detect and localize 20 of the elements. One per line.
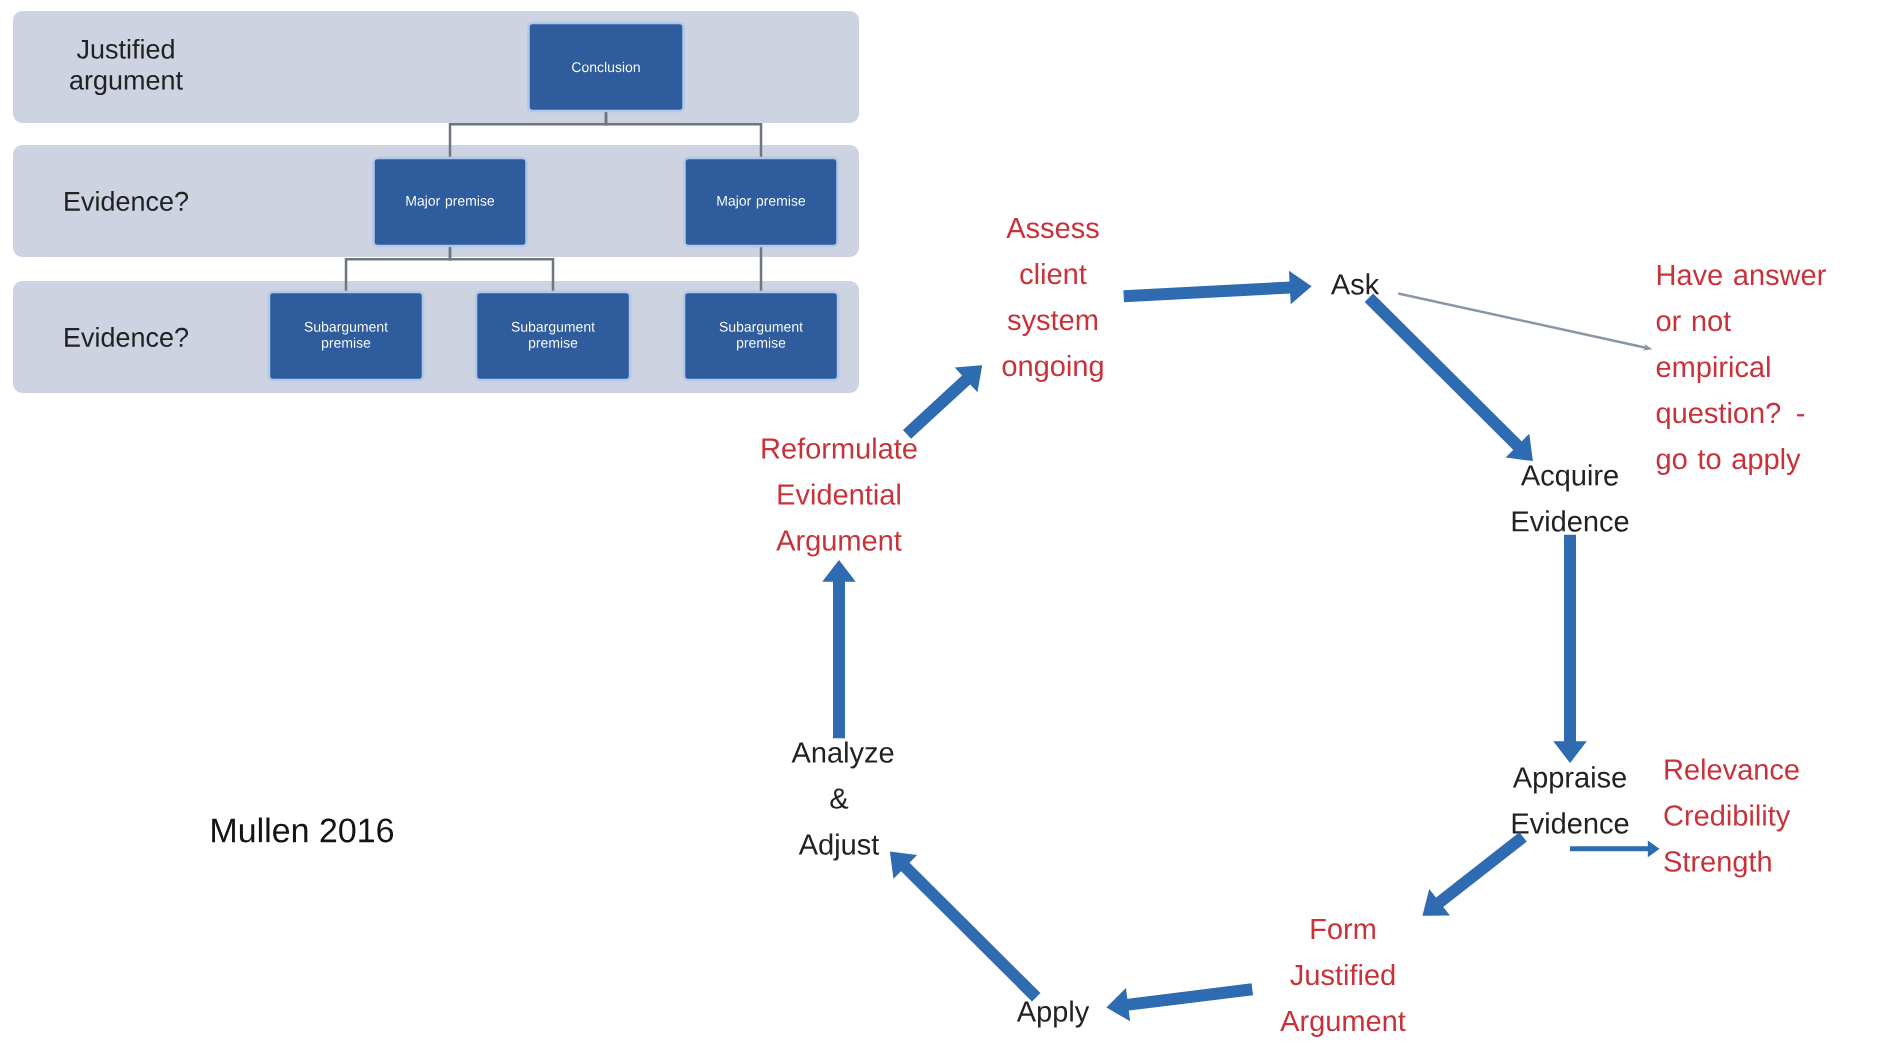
premise-box: Subargument premise — [474, 290, 632, 382]
step-text: Appraise Evidence — [1512, 766, 1629, 834]
step-text: Have answer or not empirical question? - go to apply — [1656, 265, 1826, 475]
connector — [759, 247, 763, 291]
step-text: Analyze & Adjust — [791, 741, 894, 861]
premise-box: Subargument premise — [682, 290, 840, 382]
step-text: Relevance Credibility Strength — [1664, 758, 1799, 878]
premise-box: Major premise — [683, 156, 839, 248]
premise-box: Subargument premise — [267, 290, 425, 382]
connector — [448, 247, 555, 291]
citation: Mullen 2016 — [212, 817, 394, 843]
step-text: Ask — [1330, 273, 1380, 295]
step-text: Assess client system ongoing — [1002, 218, 1103, 382]
premise-box: Conclusion — [527, 21, 685, 113]
step-text: Acquire Evidence — [1512, 464, 1629, 532]
premise-box: Major premise — [372, 156, 528, 248]
step-text: Reformulate Evidential Argument — [762, 437, 917, 557]
step-text: Apply — [1016, 1000, 1090, 1028]
step-text: Form Justified Argument — [1280, 919, 1406, 1037]
connector — [604, 112, 763, 157]
